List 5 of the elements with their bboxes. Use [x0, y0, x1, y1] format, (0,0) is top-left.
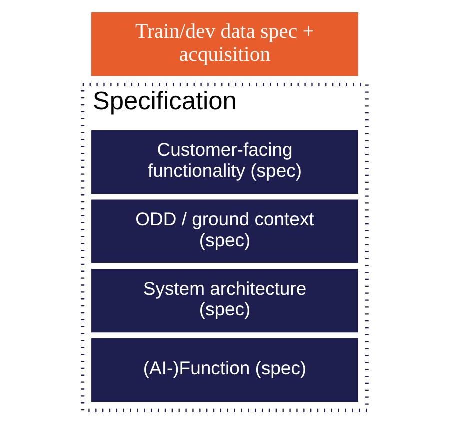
node-box: Train/dev data spec + acquisition: [91, 12, 358, 76]
node-box: ODD / ground context (spec): [91, 200, 358, 264]
node-box: (AI-)Function (spec): [91, 338, 358, 402]
node-box: System architecture (spec): [91, 269, 358, 333]
node-box: Customer-facing functionality (spec): [91, 130, 358, 194]
